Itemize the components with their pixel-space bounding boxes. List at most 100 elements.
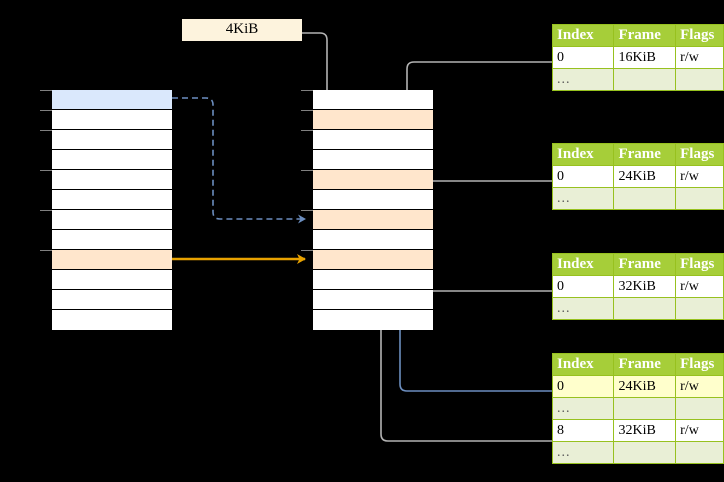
table-cell[interactable] bbox=[613, 297, 677, 320]
memory-cell[interactable] bbox=[313, 190, 433, 210]
memory-cell[interactable] bbox=[52, 190, 172, 210]
memory-cell[interactable] bbox=[313, 310, 433, 330]
column-header-flags: Flags bbox=[675, 253, 724, 276]
column-header-frame: Frame bbox=[613, 24, 677, 47]
table-cell[interactable]: 8 bbox=[551, 419, 615, 442]
table-cell[interactable]: r/w bbox=[675, 375, 724, 398]
memory-cell[interactable] bbox=[52, 170, 172, 190]
memory-cell[interactable] bbox=[52, 270, 172, 290]
memory-cell[interactable] bbox=[313, 250, 433, 270]
table-cell[interactable]: r/w bbox=[675, 165, 724, 188]
memory-cell[interactable] bbox=[52, 150, 172, 170]
wire-table4-row8-to-frame bbox=[380, 264, 552, 442]
table-cell[interactable]: ... bbox=[551, 187, 615, 210]
table-cell[interactable] bbox=[613, 441, 677, 464]
row-tick bbox=[40, 210, 52, 211]
table-row[interactable]: ... bbox=[551, 297, 724, 320]
memory-cell[interactable] bbox=[52, 230, 172, 250]
table-cell[interactable] bbox=[613, 68, 677, 91]
memory-cell[interactable] bbox=[52, 210, 172, 230]
table-row[interactable]: ... bbox=[551, 187, 724, 210]
wire-table3-to-frame bbox=[418, 264, 552, 292]
table-cell[interactable]: r/w bbox=[675, 275, 724, 298]
memory-cell[interactable] bbox=[313, 90, 433, 110]
row-tick bbox=[301, 250, 313, 251]
table-cell[interactable]: 32KiB bbox=[613, 275, 677, 298]
table-row[interactable]: ... bbox=[551, 441, 724, 464]
row-tick bbox=[40, 90, 52, 91]
memory-cell[interactable] bbox=[52, 310, 172, 330]
wire-table1-to-frame bbox=[406, 61, 552, 176]
table-row[interactable]: ... bbox=[551, 68, 724, 91]
memory-cell[interactable] bbox=[52, 110, 172, 130]
memory-cell[interactable] bbox=[313, 150, 433, 170]
table-cell[interactable] bbox=[613, 187, 677, 210]
table-row[interactable]: ... bbox=[551, 397, 724, 420]
memory-cell[interactable] bbox=[313, 230, 433, 250]
memory-cell[interactable] bbox=[313, 290, 433, 310]
table-cell[interactable]: 16KiB bbox=[613, 46, 677, 69]
table-cell[interactable] bbox=[675, 187, 724, 210]
memory-cell[interactable] bbox=[313, 110, 433, 130]
column-header-flags: Flags bbox=[675, 143, 724, 166]
row-tick bbox=[40, 170, 52, 171]
column-header-frame: Frame bbox=[613, 253, 677, 276]
wire-table2-to-frame bbox=[418, 180, 552, 216]
memory-cell[interactable] bbox=[313, 210, 433, 230]
memory-cell[interactable] bbox=[52, 250, 172, 270]
table-cell[interactable]: 0 bbox=[551, 375, 615, 398]
wire-vaddr-to-frame-dashed bbox=[172, 97, 306, 224]
column-header-flags: Flags bbox=[675, 24, 724, 47]
table-cell[interactable]: r/w bbox=[675, 46, 724, 69]
table-cell[interactable]: ... bbox=[551, 297, 615, 320]
column-header-index: Index bbox=[551, 353, 615, 376]
column-header-frame: Frame bbox=[613, 353, 677, 376]
table-cell[interactable]: 0 bbox=[551, 165, 615, 188]
row-tick bbox=[301, 130, 313, 131]
table-cell[interactable]: ... bbox=[551, 397, 615, 420]
table-cell[interactable]: 24KiB bbox=[613, 375, 677, 398]
column-header-index: Index bbox=[551, 24, 615, 47]
wire-table4-row0-to-frame bbox=[399, 219, 552, 392]
page-size-text: 4KiB bbox=[225, 21, 259, 37]
memory-cell[interactable] bbox=[52, 290, 172, 310]
row-tick bbox=[40, 110, 52, 111]
table-cell[interactable] bbox=[613, 397, 677, 420]
table-cell[interactable] bbox=[675, 441, 724, 464]
table-cell[interactable]: ... bbox=[551, 441, 615, 464]
table-cell[interactable] bbox=[675, 297, 724, 320]
table-cell[interactable]: 0 bbox=[551, 46, 615, 69]
memory-cell[interactable] bbox=[313, 130, 433, 150]
table-cell[interactable] bbox=[675, 68, 724, 91]
row-tick bbox=[40, 130, 52, 131]
wire-pagesize-to-frame bbox=[302, 32, 333, 116]
column-header-flags: Flags bbox=[675, 353, 724, 376]
table-cell[interactable]: 24KiB bbox=[613, 165, 677, 188]
table-cell[interactable]: ... bbox=[551, 68, 615, 91]
memory-cell[interactable] bbox=[52, 130, 172, 150]
column-header-index: Index bbox=[551, 253, 615, 276]
memory-cell[interactable] bbox=[313, 170, 433, 190]
column-header-frame: Frame bbox=[613, 143, 677, 166]
table-cell[interactable]: r/w bbox=[675, 419, 724, 442]
table-cell[interactable]: 32KiB bbox=[613, 419, 677, 442]
row-tick bbox=[40, 250, 52, 251]
memory-cell[interactable] bbox=[313, 270, 433, 290]
table-cell[interactable] bbox=[675, 397, 724, 420]
memory-cell[interactable] bbox=[52, 90, 172, 110]
column-header-index: Index bbox=[551, 143, 615, 166]
table-cell[interactable]: 0 bbox=[551, 275, 615, 298]
